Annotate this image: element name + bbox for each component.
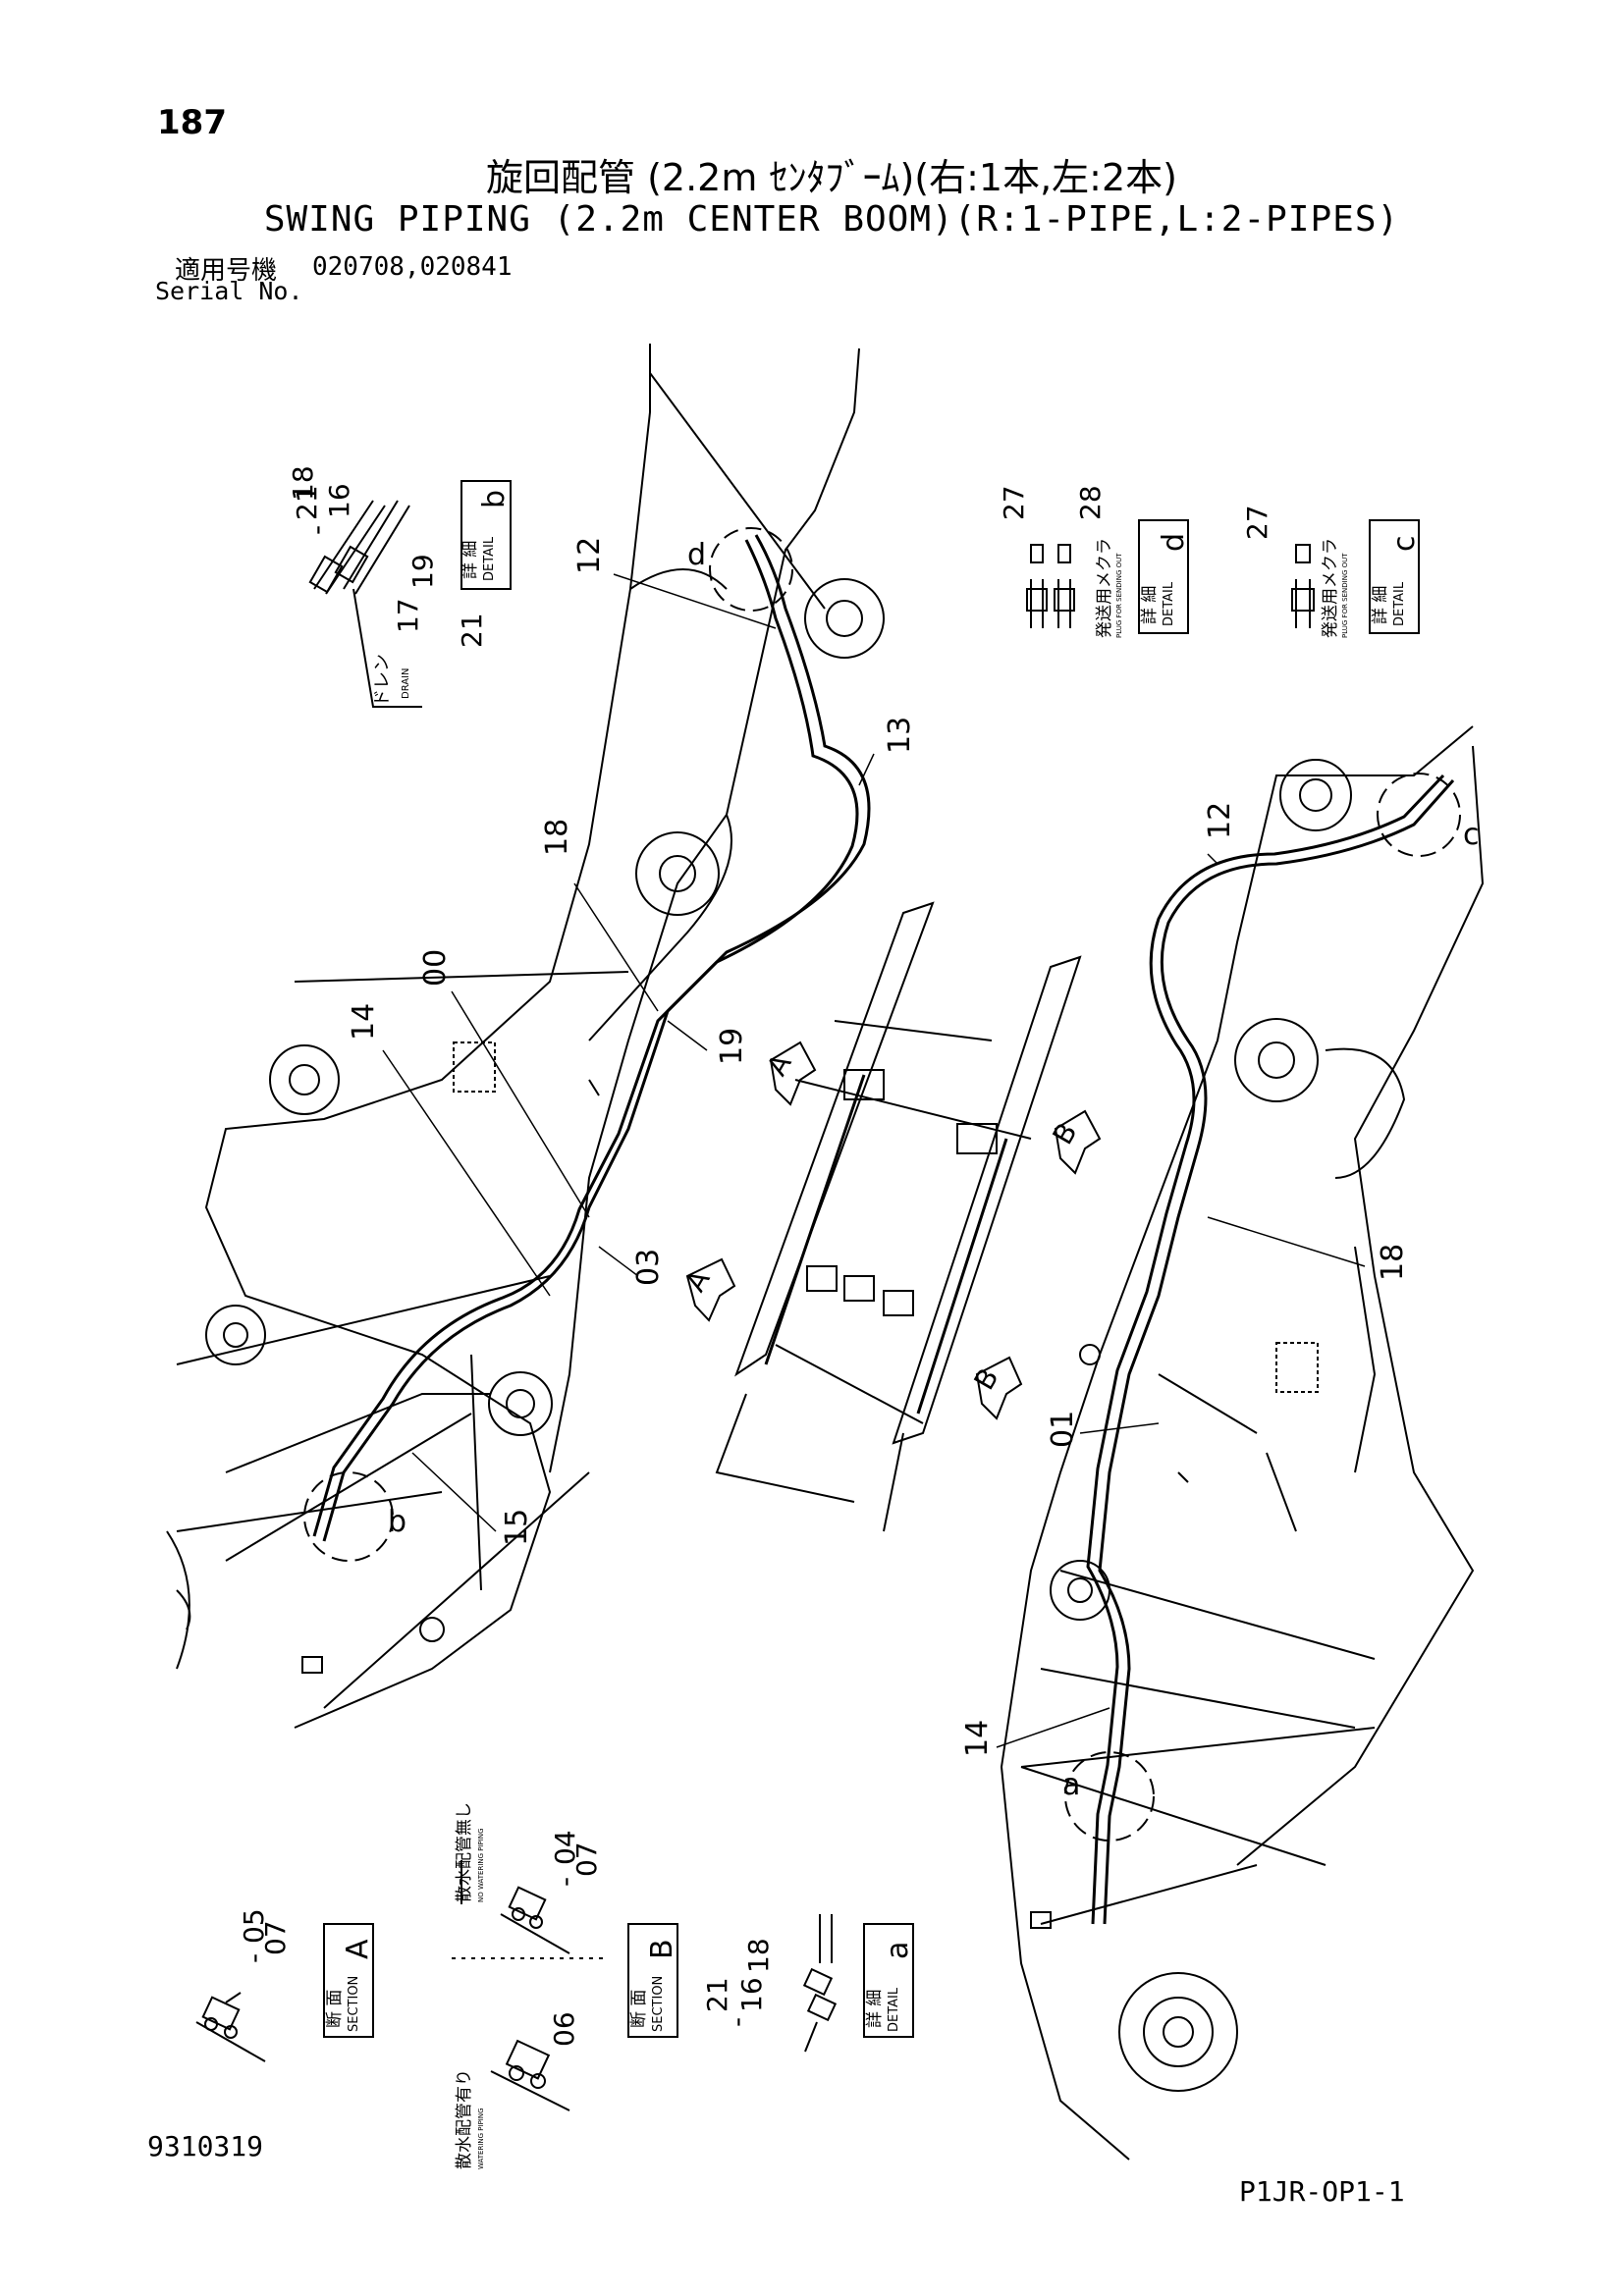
detail-circle-a (1064, 1751, 1155, 1842)
svg-text:d: d (1157, 533, 1191, 552)
page-code: P1JR-OP1-1 (1239, 2175, 1405, 2208)
svg-text:詳 細: 詳 細 (865, 1990, 885, 2028)
svg-text:NO WATERING PIPING: NO WATERING PIPING (477, 1829, 485, 1903)
section-arrow-B-top: B (1046, 1109, 1102, 1175)
svg-text:18: 18 (742, 1938, 775, 1973)
callout-19: 19 (715, 1028, 749, 1065)
svg-text:19: 19 (406, 554, 439, 589)
svg-text:PLUG FOR SENDING OUT: PLUG FOR SENDING OUT (1115, 553, 1123, 638)
svg-text:21: 21 (291, 485, 323, 520)
callout-14-left: 14 (347, 1003, 381, 1041)
serial-numbers: 020708,020841 (312, 252, 513, 282)
section-arrow-A-top: A (760, 1041, 817, 1106)
detail-circles (303, 527, 1461, 1842)
svg-text:07: 07 (570, 1842, 603, 1877)
callout-00: 00 (418, 949, 453, 987)
detail-c-inset: 27 発送用メクラ PLUG FOR SENDING OUT 詳 細 DETAI… (1241, 505, 1422, 638)
svg-text:16: 16 (323, 483, 355, 518)
svg-text:27: 27 (1241, 505, 1273, 540)
page-number: 187 (157, 103, 227, 142)
svg-text:04: 04 (549, 1830, 581, 1865)
left-hose-route (312, 534, 871, 1542)
svg-text:21: 21 (456, 613, 488, 648)
svg-text:-: - (549, 1877, 581, 1887)
section-arrow-A-bottom: A (678, 1257, 736, 1322)
right-boom-outline (1000, 725, 1485, 2161)
serial-label-japanese: 適用号機 (175, 256, 278, 286)
svg-text:SECTION: SECTION (651, 1976, 666, 2032)
svg-text:27: 27 (998, 485, 1030, 520)
svg-text:詳 細: 詳 細 (1140, 586, 1160, 624)
svg-text:A: A (760, 1048, 797, 1081)
document-number: 9310319 (147, 2130, 264, 2163)
svg-text:断 面: 断 面 (325, 1990, 345, 2028)
svg-text:B: B (967, 1362, 1004, 1395)
section-B-inset: 散水配管無し NO WATERING PIPING 散水配管有り WATERIN… (452, 1802, 679, 2169)
svg-text:-: - (721, 2017, 753, 2027)
svg-text:05: 05 (238, 1908, 270, 1944)
svg-text:DETAIL: DETAIL (887, 1987, 901, 2032)
svg-text:06: 06 (548, 2011, 580, 2047)
callout-14-right: 14 (960, 1720, 995, 1757)
circle-label-c: c (1463, 818, 1480, 852)
svg-text:21: 21 (701, 1977, 733, 2012)
svg-text:07: 07 (259, 1920, 292, 1955)
svg-text:WATERING PIPING: WATERING PIPING (477, 2108, 485, 2169)
svg-text:散水配管有り: 散水配管有り (455, 2069, 474, 2169)
svg-text:c: c (1387, 536, 1422, 553)
svg-text:DRAIN: DRAIN (401, 667, 411, 699)
svg-text:詳 細: 詳 細 (1371, 586, 1390, 624)
svg-text:B: B (645, 1939, 679, 1959)
callout-18-right: 18 (1376, 1244, 1410, 1281)
svg-text:詳 細: 詳 細 (460, 541, 480, 579)
detail-b-inset: 21 16 - 18 19 17 21 ドレン DRAIN 詳 細 DETAIL… (287, 465, 512, 708)
callout-12-right: 12 (1203, 802, 1237, 839)
svg-text:a: a (881, 1942, 915, 1959)
svg-text:発送用メクラ: 発送用メクラ (1095, 538, 1114, 638)
detail-circle-d (709, 527, 793, 612)
serial-label-english: Serial No. (155, 277, 303, 305)
svg-text:SECTION: SECTION (347, 1976, 361, 2032)
title-japanese: 旋回配管 (2.2m ｾﾝﾀﾌﾞｰﾑ)(右:1本,左:2本) (486, 156, 1177, 199)
svg-text:17: 17 (392, 598, 424, 633)
callout-13: 13 (883, 717, 917, 754)
detail-a-inset: 21 - 16 18 詳 細 DETAIL a (701, 1914, 915, 2053)
section-A-inset: 05 - 07 断 面 SECTION A (195, 1908, 375, 2062)
circle-label-a: a (1062, 1768, 1080, 1802)
svg-text:DETAIL: DETAIL (482, 536, 497, 581)
callout-15: 15 (500, 1509, 534, 1546)
callout-18-left: 18 (540, 819, 574, 856)
detail-circle-b (303, 1471, 394, 1562)
svg-text:28: 28 (1074, 485, 1107, 520)
callout-labels: d b c a 12 13 18 00 14 19 03 15 12 18 01… (347, 537, 1480, 1802)
section-arrow-B-bottom: B (967, 1356, 1023, 1420)
svg-text:16: 16 (735, 1977, 768, 2012)
svg-text:散水配管無し: 散水配管無し (455, 1802, 474, 1902)
title-english: SWING PIPING (2.2m CENTER BOOM)(R:1-PIPE… (263, 199, 1400, 240)
detail-d-inset: 27 28 発送用メクラ PLUG FOR SENDING OUT 詳 細 DE… (998, 485, 1191, 638)
center-frame (715, 901, 1082, 1532)
detail-circle-c (1377, 773, 1461, 857)
svg-text:DETAIL: DETAIL (1392, 581, 1407, 626)
leader-lines (382, 573, 1366, 1748)
svg-text:18: 18 (287, 465, 319, 501)
svg-text:PLUG FOR SENDING OUT: PLUG FOR SENDING OUT (1341, 553, 1349, 638)
right-hose-route (1086, 774, 1455, 1925)
circle-label-d: d (687, 538, 706, 572)
svg-text:断 面: 断 面 (629, 1990, 649, 2028)
svg-text:DETAIL: DETAIL (1162, 581, 1176, 626)
svg-text:-: - (300, 525, 333, 535)
svg-text:A: A (678, 1264, 716, 1297)
svg-text:-: - (238, 1953, 270, 1963)
callout-03: 03 (631, 1249, 666, 1286)
left-boom-outline (166, 344, 885, 1729)
callout-12-left: 12 (572, 537, 607, 574)
svg-text:A: A (341, 1939, 375, 1959)
svg-text:発送用メクラ: 発送用メクラ (1321, 538, 1340, 638)
circle-label-b: b (388, 1505, 406, 1539)
svg-text:ドレン: ドレン (372, 654, 393, 707)
callout-01: 01 (1046, 1411, 1080, 1448)
svg-text:b: b (477, 490, 512, 508)
